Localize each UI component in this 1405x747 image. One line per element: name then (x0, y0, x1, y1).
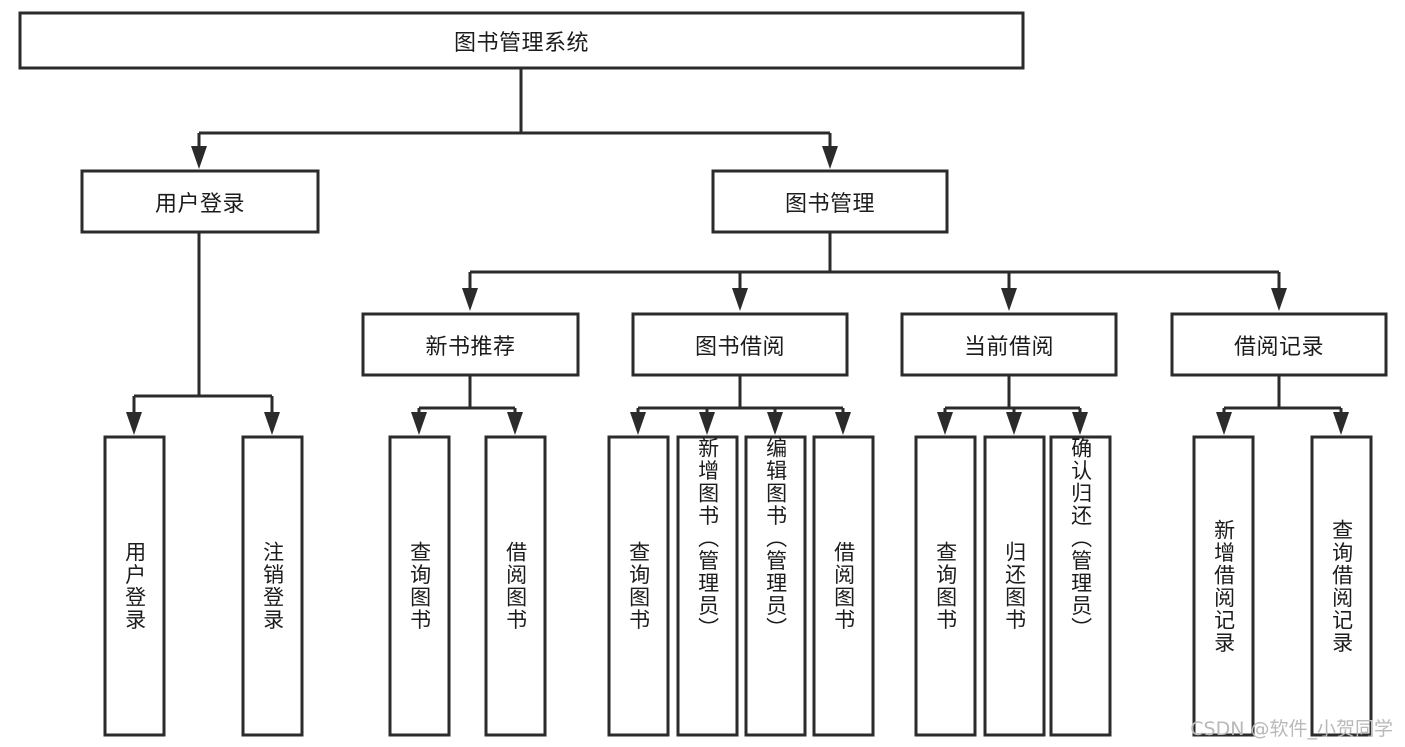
arrow-bm-to-recommend-icon (462, 288, 478, 311)
connector-group-current-borrow (937, 375, 1088, 435)
node-box-leaf-query-record[interactable] (1310, 435, 1373, 737)
arrow-rec-to-leaf1-icon (411, 412, 427, 435)
node-box-root[interactable] (18, 11, 1025, 70)
arrow-ul-to-leaf1-icon (126, 412, 142, 435)
connector-group-root (191, 68, 838, 169)
arrow-bb-to-leaf2-icon (699, 412, 715, 435)
connector-group-borrow-record (1216, 375, 1349, 435)
arrow-cb-to-leaf1-icon (937, 412, 953, 435)
arrow-br-to-leaf1-icon (1216, 412, 1232, 435)
node-box-leaf-edit-book[interactable] (744, 435, 807, 737)
node-box-leaf-user-login[interactable] (103, 435, 166, 737)
node-box-book-manage[interactable] (711, 169, 949, 234)
node-box-leaf-query-book-3[interactable] (914, 435, 977, 737)
node-box-leaf-query-book-2[interactable] (607, 435, 670, 737)
node-box-book-borrow[interactable] (631, 312, 849, 377)
arrow-br-to-leaf2-icon (1333, 412, 1349, 435)
arrow-bm-to-current-icon (1001, 288, 1017, 311)
node-box-leaf-add-record[interactable] (1192, 435, 1255, 737)
arrow-root-to-user-login-icon (191, 146, 207, 169)
arrow-bm-to-borrow-icon (732, 288, 748, 311)
node-box-current-borrow[interactable] (900, 312, 1118, 377)
node-box-leaf-confirm-return[interactable] (1049, 435, 1112, 737)
arrow-bb-to-leaf3-icon (767, 412, 783, 435)
connector-group-book-borrow (630, 375, 851, 435)
connector-group-user-login (126, 232, 280, 435)
node-box-new-book-recommend[interactable] (361, 312, 580, 377)
node-box-leaf-logout-login[interactable] (241, 435, 304, 737)
arrow-bb-to-leaf4-icon (835, 412, 851, 435)
node-box-leaf-borrow-book-2[interactable] (812, 435, 875, 737)
arrow-cb-to-leaf2-icon (1006, 412, 1022, 435)
node-box-leaf-query-book-1[interactable] (388, 435, 451, 737)
arrow-rec-to-leaf2-icon (507, 412, 523, 435)
arrow-ul-to-leaf2-icon (264, 412, 280, 435)
node-box-borrow-record[interactable] (1170, 312, 1388, 377)
node-box-leaf-borrow-book-1[interactable] (484, 435, 547, 737)
node-box-leaf-return-book[interactable] (983, 435, 1046, 737)
arrow-root-to-book-manage-icon (822, 146, 838, 169)
connector-group-book-manage (462, 232, 1287, 311)
arrow-bb-to-leaf1-icon (630, 412, 646, 435)
node-box-user-login[interactable] (80, 169, 320, 234)
arrow-bm-to-record-icon (1271, 288, 1287, 311)
arrow-cb-to-leaf3-icon (1072, 412, 1088, 435)
node-box-leaf-add-book[interactable] (676, 435, 739, 737)
connector-group-recommend (411, 375, 523, 435)
